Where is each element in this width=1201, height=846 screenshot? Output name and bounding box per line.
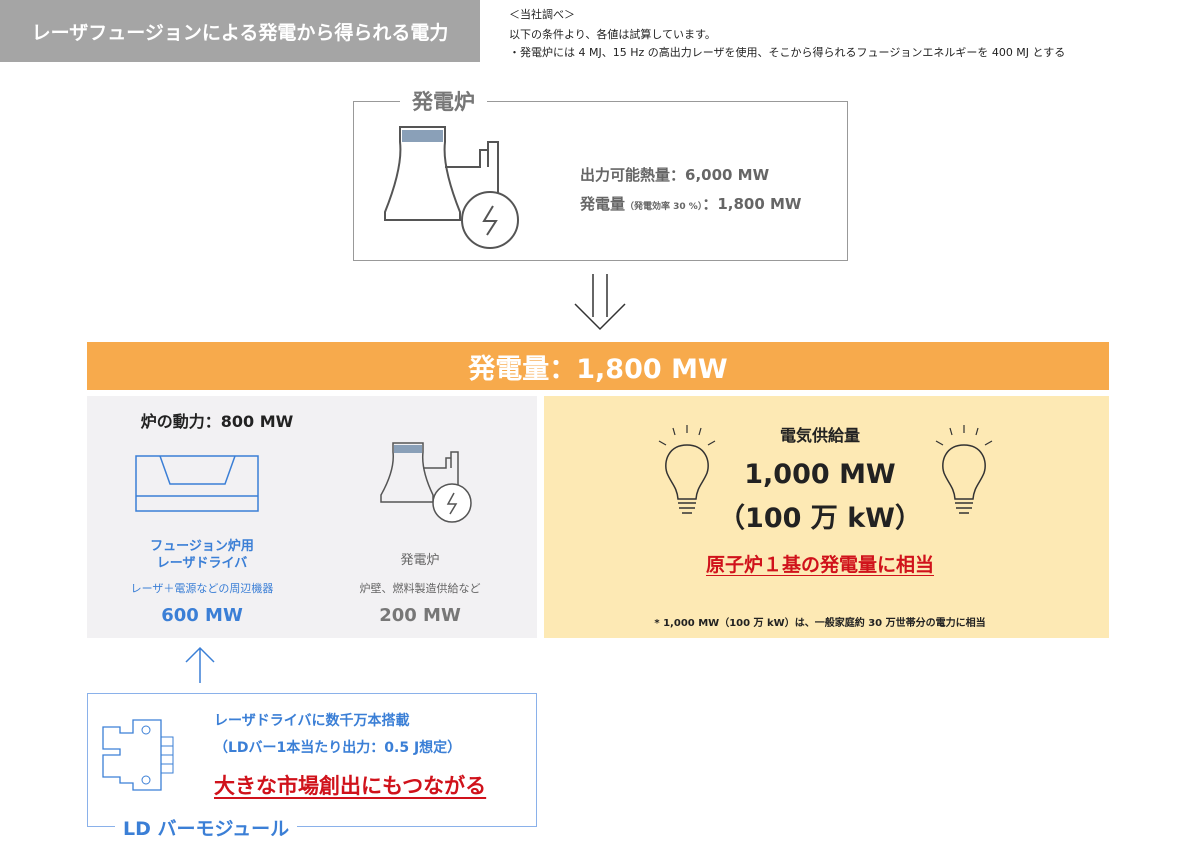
reactor-value: 200 MW [379,605,461,626]
generation-label: 発電量 [580,195,626,213]
laser-driver-icon [135,455,259,512]
supply-footnote: * 1,000 MW（100 万 kW）は、一般家庭約 30 万世帯分の電力に相… [654,618,986,629]
reactor-sub: 炉壁、燃料製造供給など [359,582,481,595]
supply-comparison: 原子炉１基の発電量に相当 [705,554,934,576]
light-bulb-icon [658,425,716,514]
small-power-plant-icon [380,442,472,523]
generation-value: ：1,800 MW [702,195,802,213]
laser-driver-line2: レーザドライバ [156,556,248,571]
ld-bar-module-icon [102,719,174,791]
heat-output: 出力可能熱量：6,000 MW [580,166,770,184]
power-plant-icon [384,126,519,249]
down-arrow-icon [574,274,626,331]
page-title: レーザフュージョンによる発電から得られる電力 [0,0,480,62]
reactor-label: 発電炉 [400,86,487,116]
total-generation-banner: 発電量：1,800 MW [87,342,1109,390]
ld-line2: （LDバー1本当たり出力：0.5 J想定） [214,740,462,756]
source-note: ＜当社調べ＞ [509,8,575,21]
efficiency: （発電効率 30 %） [625,202,703,212]
ld-module-label: LD バーモジュール [115,814,298,841]
ld-highlight: 大きな市場創出にもつながる [214,774,487,798]
laser-driver-value: 600 MW [161,605,243,626]
internal-power-title: 炉の動力：800 MW [140,412,294,431]
up-arrow-icon [185,646,215,683]
condition-intro: 以下の条件より、各値は試算しています。 [509,28,716,41]
ld-module-box [87,693,537,827]
light-bulb-icon [935,425,993,514]
reactor-box [353,101,848,261]
supply-value-mw: 1,000 MW [744,459,896,490]
laser-driver-line1: フュージョン炉用 [150,539,254,554]
laser-driver-sub: レーザ＋電源などの周辺機器 [130,582,274,595]
supply-panel [544,396,1109,638]
supply-value-kw: （100 万 kW） [718,503,922,534]
condition-1: ・発電炉には 4 MJ、15 Hz の高出力レーザを使用、そこから得られるフュー… [509,46,1066,59]
reactor-sub-label: 発電炉 [400,553,440,568]
ld-line1: レーザドライバに数千万本搭載 [214,713,410,729]
supply-title: 電気供給量 [779,426,860,445]
